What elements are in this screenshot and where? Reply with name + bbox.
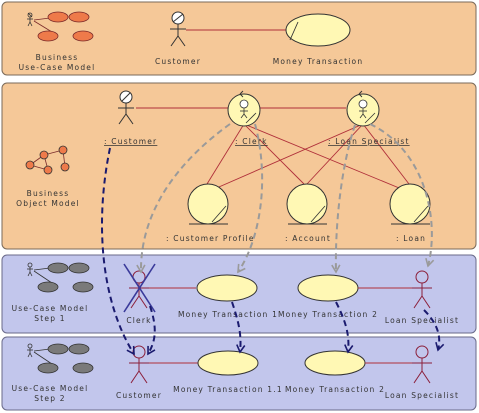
dependency-arrow [237, 123, 264, 274]
loan-specialist-actor-label: Loan Specialist [385, 391, 459, 400]
loan-specialist-worker[interactable] [346, 90, 380, 127]
business-actor-customer[interactable] [170, 11, 186, 47]
panel-label-line2: Use-Case Model [19, 63, 96, 72]
use-case-money-transaction-1[interactable] [196, 274, 258, 302]
customer-object-label: : Customer [104, 137, 157, 146]
customer-profile-label: : Customer Profile [166, 234, 255, 243]
gray-dependency-arrows [136, 123, 435, 274]
panel-label-line2: Object Model [16, 199, 80, 208]
use-case-label: Money Transaction 2 [285, 385, 385, 394]
business-object-model-icon [25, 145, 70, 175]
panel-label-line1: Business [27, 189, 70, 198]
loan-label: : Loan [396, 234, 426, 243]
clerk-actor-step1[interactable] [123, 263, 156, 313]
clerk-label: : Clerk [235, 137, 268, 146]
dependency-arrow [369, 123, 435, 268]
dependency-arrow [101, 147, 135, 356]
dependency-arrow [335, 301, 354, 354]
panel-label-line1: Use-Case Model [12, 304, 89, 313]
loan-specialist-actor-step1[interactable] [412, 270, 432, 309]
business-use-case-money-transaction[interactable] [285, 13, 351, 47]
association-lines [136, 107, 410, 191]
use-case-money-transaction-2[interactable] [297, 274, 359, 302]
loan-specialist-actor-label: Loan Specialist [385, 316, 459, 325]
use-case-money-transaction-1-1[interactable] [197, 350, 259, 376]
business-use-case-model-icon [27, 11, 94, 42]
clerk-actor-label: Clerk [126, 316, 151, 325]
panel-label-line2: Step 1 [34, 314, 65, 323]
dependency-arrow [136, 123, 231, 274]
panel-business-use-case [1, 1, 477, 76]
business-actor-label: Customer [155, 57, 201, 66]
use-case-model-step2-icon [27, 343, 94, 374]
navy-dependency-arrows [101, 147, 445, 356]
use-case-label: Money Transaction 1 [178, 310, 278, 319]
clerk-worker[interactable] [227, 90, 261, 127]
dependency-arrow [147, 305, 156, 356]
account-label: : Account [285, 234, 331, 243]
business-use-case-label: Money Transaction [273, 57, 364, 66]
panel-label-line1: Business [36, 53, 79, 62]
use-case-money-transaction-2-step2[interactable] [304, 350, 366, 376]
dependency-arrow [231, 301, 246, 354]
dependency-arrow [423, 309, 445, 352]
customer-actor-step2[interactable] [129, 345, 149, 384]
panel-label-line2: Step 2 [34, 394, 65, 403]
loan-specialist-actor-step2[interactable] [412, 345, 432, 384]
loan-entity[interactable] [389, 183, 431, 225]
customer-object-actor[interactable] [118, 90, 134, 125]
customer-actor-label: Customer [116, 391, 162, 400]
loan-specialist-label: : Loan Specialist [328, 137, 410, 146]
use-case-model-step1-icon [27, 262, 94, 293]
dependency-arrow [331, 124, 356, 274]
panel-label-line1: Use-Case Model [12, 384, 89, 393]
use-case-label: Money Transaction 1.1 [173, 385, 283, 394]
customer-profile-entity[interactable] [187, 183, 229, 225]
account-entity[interactable] [286, 183, 328, 225]
use-case-label: Money Transaction 2 [278, 310, 378, 319]
cross-out-mark [123, 263, 156, 313]
